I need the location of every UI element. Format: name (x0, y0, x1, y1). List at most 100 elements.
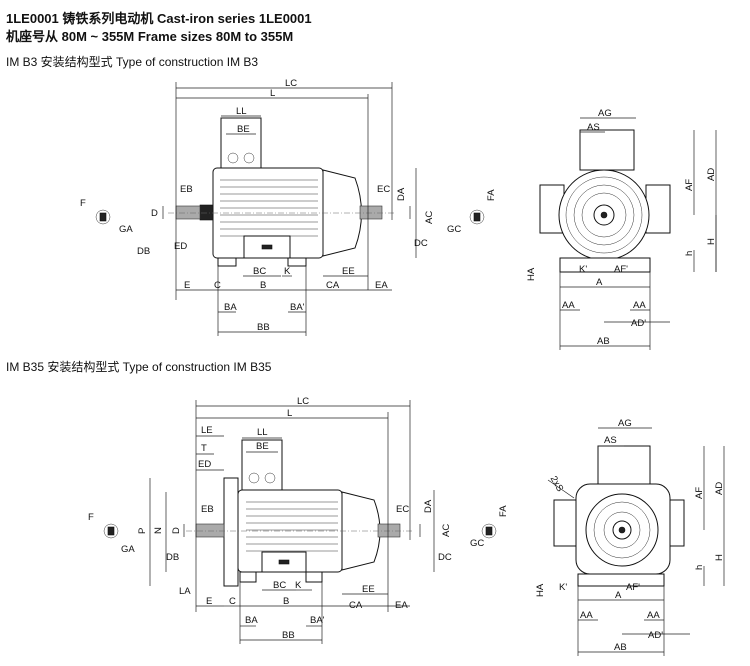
document-title-line2: 机座号从 80M ~ 355M Frame sizes 80M to 355M (6, 29, 294, 44)
b35-end-label-AF-prime: AF' (626, 582, 640, 593)
b35-end-label-AB: AB (614, 642, 627, 653)
b3-label-D: D (151, 208, 158, 219)
b3-end-label-AG: AG (598, 108, 612, 119)
b35-label-LA: LA (179, 586, 191, 597)
b3-label-GC: GC (447, 224, 461, 235)
b35-end-label-AF: AF (694, 487, 705, 499)
b3-end-lug-right (645, 184, 671, 234)
b35-label-DB: DB (166, 552, 179, 563)
b35-label-AC: AC (441, 524, 452, 537)
b35-end-lug-left (553, 499, 579, 547)
b3-end-label-AB: AB (597, 336, 610, 347)
b35-label-K: K (295, 580, 302, 591)
b3-foot-right (287, 257, 307, 267)
b3-end-label-AD-prime: AD' (631, 318, 646, 329)
b3-label-BA-prime: BA' (290, 302, 305, 313)
b35-foot-right (305, 571, 323, 583)
b3-label-GA: GA (119, 224, 133, 235)
b35-label-BC: BC (273, 580, 286, 591)
b35-label-BE: BE (256, 441, 269, 452)
b35-end-feet (577, 573, 665, 587)
b35-end-label-H: H (714, 554, 725, 561)
b35-flange (223, 477, 239, 587)
b3-label-LL: LL (236, 106, 247, 117)
b35-end-label-AD-prime: AD' (648, 630, 663, 641)
b35-label-BB: BB (282, 630, 295, 641)
b3-end-label-AF-prime: AF' (614, 264, 628, 275)
b35-end-label-h: h (694, 565, 705, 570)
b3-label-LC: LC (285, 78, 297, 89)
b3-label-BA: BA (224, 302, 237, 313)
b3-label-EE: EE (342, 266, 355, 277)
b35-end-label-A: A (615, 590, 622, 601)
b35-terminal-box (241, 439, 283, 491)
b3-end-feet (559, 257, 651, 273)
b3-side-view: LC L LL BE EB D F GA DB ED E C BC K B EE… (80, 78, 497, 336)
b35-label-N: N (153, 527, 164, 534)
b3-label-BC: BC (253, 266, 266, 277)
b3-foot-left (217, 257, 237, 267)
b3-end-label-AA-left: AA (562, 300, 575, 311)
b35-label-E: E (206, 596, 212, 607)
b3-end-label-HA: HA (526, 267, 537, 281)
b35-shaft-nde (377, 523, 401, 538)
b35-end-label-AA-left: AA (580, 610, 593, 621)
b35-end-terminal-box (597, 445, 651, 485)
b35-label-P: P (137, 528, 148, 534)
b3-label-EB: EB (180, 184, 193, 195)
b3-end-label-h: h (684, 251, 695, 256)
b3-end-label-A: A (596, 277, 603, 288)
document-title-line1: 1LE0001 铸铁系列电动机 Cast-iron series 1LE0001 (6, 11, 312, 26)
b3-label-DA: DA (396, 187, 407, 201)
b3-end-label-AA-right: AA (633, 300, 646, 311)
b3-label-EC: EC (377, 184, 390, 195)
b3-label-AC: AC (424, 211, 435, 224)
b35-label-F: F (88, 512, 94, 523)
b35-label-EA: EA (395, 600, 408, 611)
b35-label-DA: DA (423, 499, 434, 513)
b35-label-CA: CA (349, 600, 363, 611)
b35-label-LE: LE (201, 425, 213, 436)
b35-label-D: D (171, 527, 182, 534)
b3-cooling-fins (220, 179, 318, 237)
b3-shaft-de (175, 205, 201, 220)
b35-label-L: L (287, 408, 292, 419)
b35-label-GC: GC (470, 538, 484, 549)
b3-end-label-AF: AF (684, 179, 695, 191)
b3-label-E: E (184, 280, 190, 291)
b3-label-CA: CA (326, 280, 340, 291)
b3-label-EA: EA (375, 280, 388, 291)
b35-foot-left (239, 571, 257, 583)
b35-label-B: B (283, 596, 289, 607)
b3-nameplate-mark (261, 244, 273, 250)
b3-terminal-box (220, 117, 262, 169)
b35-label-BA-prime: BA' (310, 615, 325, 626)
b35-label-DC: DC (438, 552, 452, 563)
b35-end-label-AG: AG (618, 418, 632, 429)
b35-end-label-HA: HA (535, 583, 546, 597)
b35-label-C: C (229, 596, 236, 607)
b35-cooling-fins (246, 501, 338, 552)
b3-label-F: F (80, 198, 86, 209)
b3-end-label-H: H (706, 238, 717, 245)
b3-shaft-nde (359, 205, 383, 220)
b3-label-DB: DB (137, 246, 150, 257)
b35-label-T: T (201, 443, 207, 454)
b3-end-terminal-box (579, 129, 635, 171)
b3-end-label-AS: AS (587, 122, 600, 133)
b3-label-BB: BB (257, 322, 270, 333)
b3-label-C: C (214, 280, 221, 291)
b35-end-label-K-prime: K' (559, 582, 567, 593)
b35-label-LL: LL (257, 427, 268, 438)
b3-label-DC: DC (414, 238, 428, 249)
b35-end-label-2xS: 2xS (548, 474, 566, 494)
b3-shaft-flange (199, 204, 214, 221)
b35-label-EE: EE (362, 584, 375, 595)
b35-label-GA: GA (121, 544, 135, 555)
b3-label-L: L (270, 88, 275, 99)
b35-label-FA: FA (498, 505, 509, 517)
b35-end-label-AA-right: AA (647, 610, 660, 621)
b3-label-ED: ED (174, 241, 187, 252)
b35-end-label-AS: AS (604, 435, 617, 446)
